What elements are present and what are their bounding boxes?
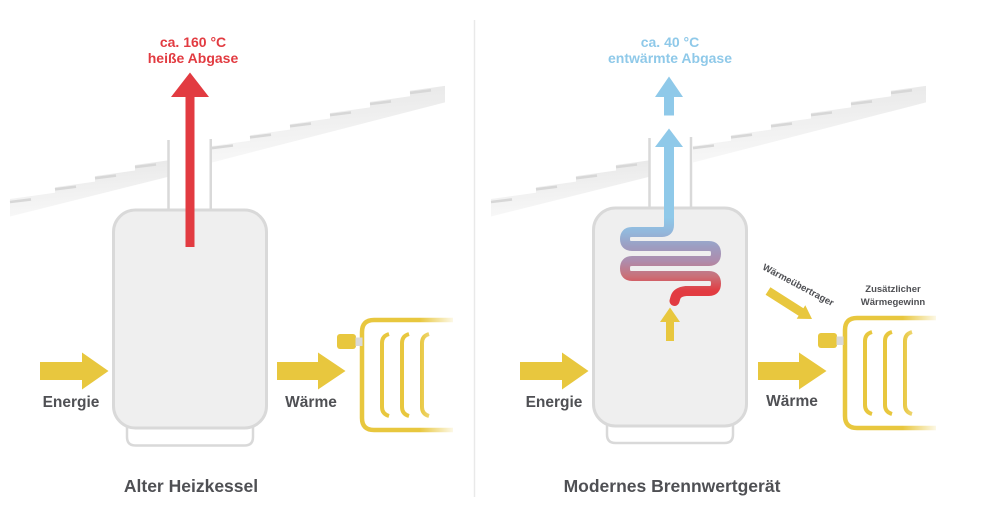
burner-flame-arrow-icon	[660, 307, 680, 341]
left-heat-arrow-icon	[277, 352, 346, 390]
left-roof-lower-section	[10, 160, 168, 217]
right-exhaust-temp: ca. 40 °C	[640, 34, 700, 50]
left-energy-label: Energie	[42, 394, 100, 411]
left-radiator-fins	[380, 332, 430, 418]
right-exhaust-label: ca. 40 °C entwärmte Abgase	[570, 34, 770, 66]
right-exhaust-text: entwärmte Abgase	[608, 50, 732, 66]
left-exhaust-label: ca. 160 °C heiße Abgase	[93, 34, 293, 66]
right-radiator-valve-icon	[818, 333, 837, 348]
right-energy-label: Energie	[525, 394, 583, 411]
left-chimney	[167, 139, 212, 211]
cool-exhaust-arrow-icon	[655, 76, 683, 116]
left-energy-arrow-icon	[40, 352, 109, 390]
right-heat-arrow-icon	[758, 352, 827, 390]
heat-exchanger-pointer-arrow-icon	[765, 287, 812, 319]
right-roof-lower-section	[491, 160, 649, 217]
right-heat-label: Wärme	[766, 393, 818, 410]
right-energy-arrow-icon	[520, 352, 589, 390]
extra-heat-gain-label: Zusätzlicher Wärmegewinn	[833, 283, 953, 309]
left-panel-caption: Alter Heizkessel	[123, 476, 259, 496]
left-radiator-body	[359, 317, 453, 433]
left-exhaust-text: heiße Abgase	[147, 50, 239, 66]
left-exhaust-temp: ca. 160 °C	[159, 34, 227, 50]
left-radiator-valve-icon	[337, 334, 356, 349]
heat-exchanger-coil	[620, 140, 721, 306]
hot-exhaust-arrow-icon	[171, 72, 209, 247]
right-radiator-fins	[863, 330, 913, 416]
extra-heat-gain-line1: Zusätzlicher	[865, 284, 921, 295]
left-roof-tile-shadows	[9, 89, 432, 204]
cool-exhaust-arrowhead-icon	[655, 128, 683, 147]
left-radiator-valve-connector	[355, 337, 363, 346]
right-roof-upper-section	[693, 85, 926, 163]
right-chimney	[648, 137, 693, 210]
right-radiator-body	[842, 315, 936, 431]
right-radiator-valve-connector	[836, 336, 844, 345]
right-roof-tile-shadows	[490, 89, 913, 204]
left-heat-label: Wärme	[285, 394, 337, 411]
right-panel-caption: Modernes Brennwertgerät	[563, 476, 781, 496]
extra-heat-gain-line2: Wärmegewinn	[860, 297, 926, 308]
left-roof-upper-section	[212, 85, 445, 163]
